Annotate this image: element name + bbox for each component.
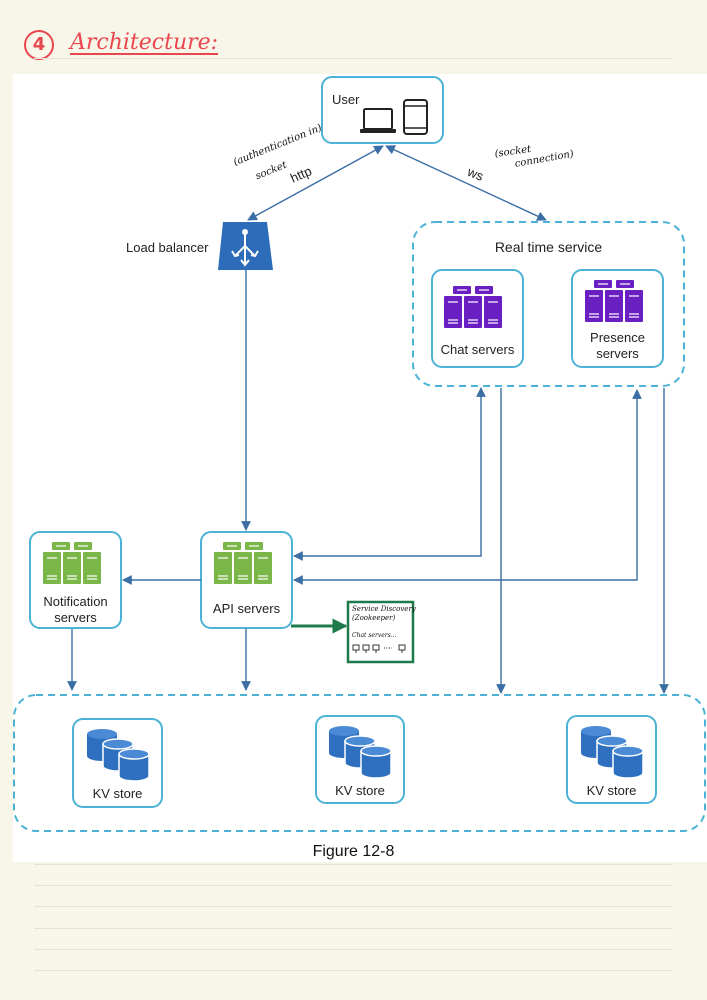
notebook-rule: [34, 906, 672, 907]
service-discovery-title: Service Discovery: [352, 605, 416, 613]
presence-servers-label-line1: Presence: [590, 330, 645, 345]
api-servers-label: API servers: [212, 601, 281, 616]
notification-servers-label-line1: Notification: [43, 594, 108, 609]
chat-servers-label: Chat servers: [440, 342, 515, 357]
laptop-icon: [360, 108, 396, 133]
api-chat-arrow: [293, 387, 486, 561]
kv-store-label-1: KV store: [92, 786, 143, 801]
service-discovery-node[interactable]: [346, 600, 415, 664]
service-discovery-subtitle: (Zookeeper): [352, 614, 396, 622]
presence-servers-label-line2: servers: [596, 346, 639, 361]
user-label: User: [332, 92, 360, 107]
notebook-rule: [34, 949, 672, 950]
kv-store-cluster-container: [13, 694, 706, 832]
api-presence-arrow: [293, 389, 642, 585]
notebook-rule: [34, 885, 672, 886]
figure-caption: Figure 12-8: [312, 843, 395, 860]
section-number: 4: [24, 30, 54, 60]
section-title: Architecture:: [70, 30, 219, 55]
notebook-rule: [34, 864, 672, 865]
real-time-service-container: [412, 221, 685, 387]
notebook-rule: [34, 970, 672, 971]
http-connection-arrow: [247, 145, 384, 221]
notebook-rule: [34, 928, 672, 929]
notebook-rule: [34, 58, 672, 59]
service-discovery-chat-servers: Chat servers...: [352, 632, 397, 639]
kv-store-label-3: KV store: [586, 783, 637, 798]
load-balancer-icon[interactable]: [218, 222, 273, 270]
notification-servers-label-line2: servers: [54, 610, 97, 625]
real-time-service-label: Real time service: [494, 239, 603, 255]
ws-connection-arrow: [385, 145, 547, 221]
phone-icon: [403, 99, 428, 135]
load-balancer-label: Load balancer: [126, 240, 209, 255]
kv-store-label-2: KV store: [335, 783, 385, 798]
chat-server-nodes-icon: [352, 644, 406, 653]
